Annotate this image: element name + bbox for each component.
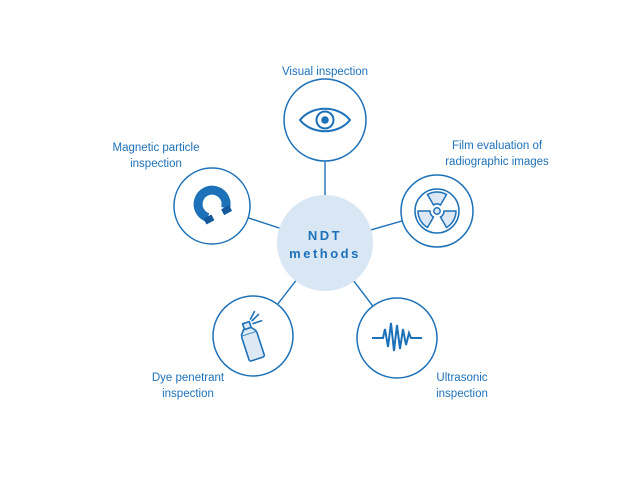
waveform-icon (372, 322, 422, 352)
node-label-film: Film evaluation of radiographic images (445, 140, 549, 168)
magnet-icon (193, 185, 233, 225)
radiation-icon (414, 188, 460, 234)
node-circle-ultrasonic (356, 297, 438, 379)
spray-can-icon (240, 310, 266, 362)
center-title-line1: NDT (307, 228, 343, 243)
node-visual (283, 78, 367, 162)
node-label-ultrasonic: Ultrasonic inspection (436, 372, 488, 400)
node-label-visual: Visual inspection (281, 66, 369, 78)
center-node-title: NDT methods (289, 227, 361, 263)
node-dye (212, 295, 294, 377)
center-title-line2: methods (289, 246, 361, 262)
eye-icon (298, 107, 352, 133)
node-circle-magnetic (173, 167, 251, 245)
center-node-circle (277, 195, 373, 291)
node-magnetic (173, 167, 251, 245)
node-ultrasonic (356, 297, 438, 379)
node-film (400, 174, 474, 248)
node-label-dye: Dye penetrant inspection (151, 372, 225, 400)
node-label-magnetic: Magnetic particle inspection (112, 142, 200, 170)
